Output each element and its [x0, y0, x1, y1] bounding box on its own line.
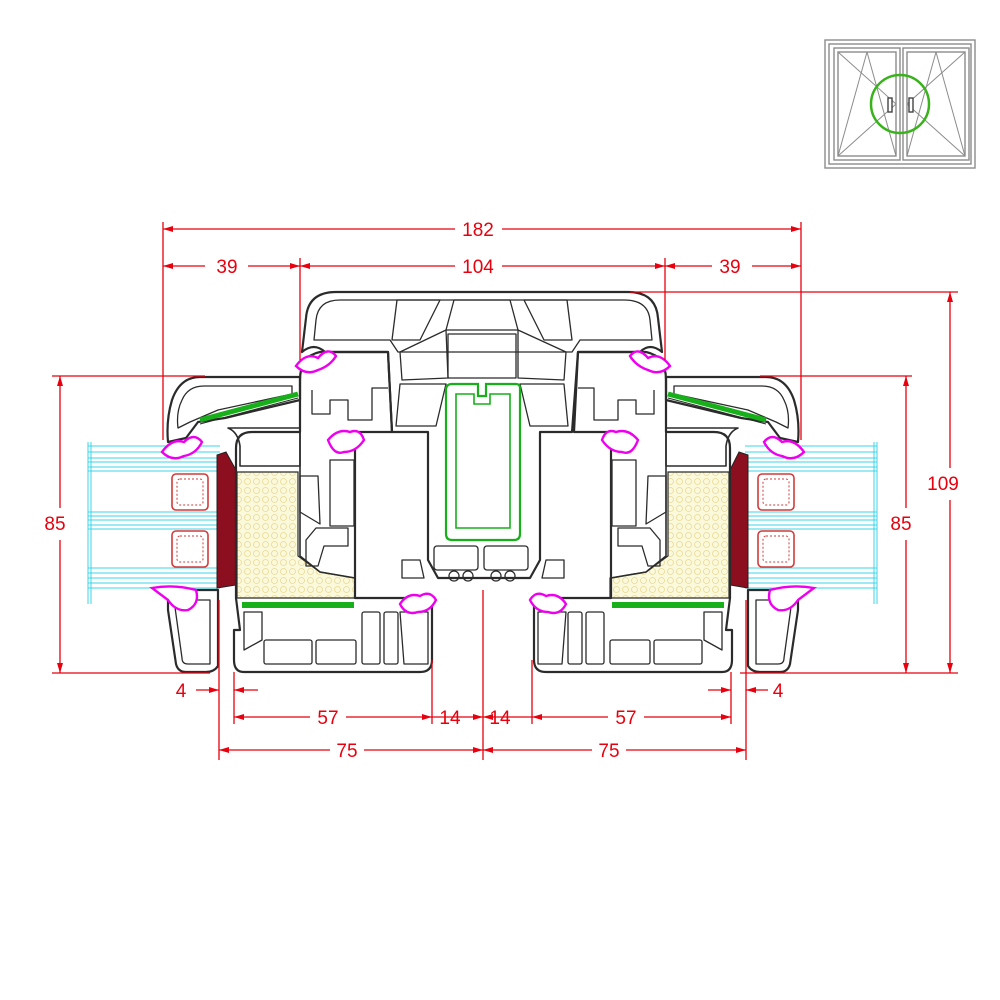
dimension-lines [52, 222, 958, 760]
left-glass-spacer-top [171, 473, 209, 511]
dim-total-height: 109 [927, 474, 959, 495]
gasket-right-mullion-bottom [528, 592, 568, 615]
dim-left-half-mullion: 14 [439, 708, 461, 729]
left-insulation-foam [236, 471, 356, 599]
dim-right-offset: 4 [773, 681, 784, 702]
left-sash-profile [232, 350, 434, 674]
right-side-assembly [532, 350, 800, 674]
gasket-right-frame-top [628, 350, 672, 374]
gasket-left-sash-inner [326, 429, 366, 454]
dim-left-offset: 4 [176, 681, 187, 702]
left-sash-bottom-chambers [243, 611, 429, 665]
left-frame-glazing-bead [199, 391, 299, 423]
dim-right-sash-inner: 57 [615, 708, 636, 729]
dim-left-sash-depth: 75 [336, 741, 357, 762]
dim-left-sash-inner: 57 [317, 708, 338, 729]
left-glass-seal-block [216, 451, 237, 589]
right-sash-profile [532, 350, 734, 674]
mullion-bottom-chambers [401, 545, 565, 582]
right-sash-bottom-chambers [537, 611, 723, 665]
dim-left-frame-width: 39 [216, 257, 237, 278]
dimension-arrowheads [57, 226, 953, 753]
gasket-left-frame-top [294, 350, 338, 374]
mullion-steel-reinforcement [444, 382, 522, 542]
double-casement-window-icon [824, 39, 976, 169]
dim-right-frame-width: 39 [719, 257, 740, 278]
gasket-left-mullion-bottom [398, 592, 438, 615]
gasket-left-glass-bottom [149, 585, 199, 612]
right-glass-seal-block [729, 451, 749, 589]
center-mullion-profile [300, 290, 664, 582]
dim-right-half-mullion: 14 [489, 708, 511, 729]
gasket-right-sash-inner [600, 429, 640, 454]
left-glass-spacer-bottom [171, 530, 209, 568]
right-insulation-foam [609, 471, 730, 599]
gasket-left-glass-top [160, 435, 204, 460]
detail-highlight-circle-icon [869, 73, 931, 135]
left-outer-frame-profile [166, 375, 302, 674]
left-glazing [87, 442, 237, 604]
right-glazing [729, 442, 878, 604]
right-glass-spacer-top [757, 473, 795, 511]
dim-right-sash-height: 85 [890, 514, 911, 535]
dim-center-mullion-width: 104 [462, 257, 494, 278]
right-glass-spacer-bottom [757, 530, 795, 568]
gasket-right-glass-top [762, 435, 806, 460]
dim-left-sash-height: 85 [44, 514, 65, 535]
dim-right-sash-depth: 75 [598, 741, 619, 762]
gaskets [149, 350, 817, 615]
right-frame-glazing-bead [667, 391, 767, 423]
window-thumbnail [824, 39, 976, 169]
gasket-right-glass-bottom [767, 585, 817, 612]
dim-overall-width: 182 [462, 220, 494, 241]
